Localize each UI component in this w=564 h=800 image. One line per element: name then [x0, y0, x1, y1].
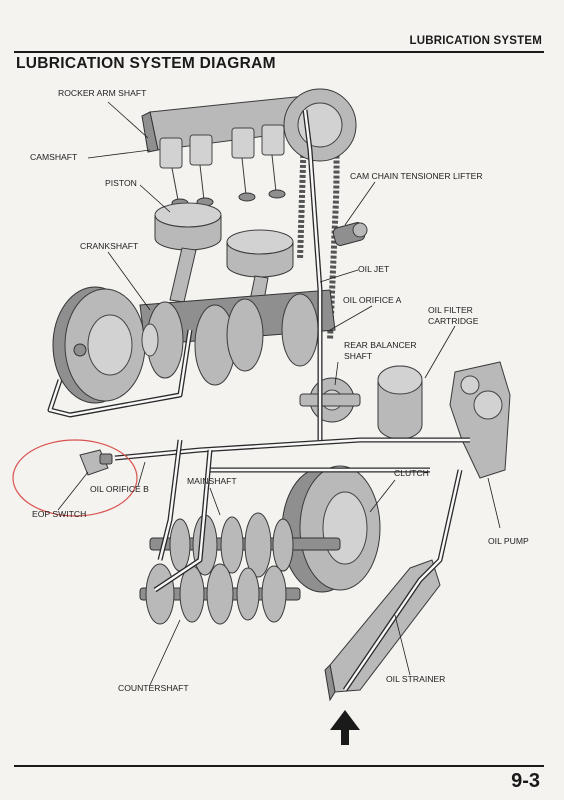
footer-rule	[14, 765, 544, 767]
eop-switch-highlight	[12, 439, 138, 517]
camshaft-assembly	[141, 95, 313, 208]
label-rear-balancer-shaft-line2: SHAFT	[344, 351, 373, 361]
oil-pump	[449, 361, 511, 479]
rear-balancer-shaft	[299, 377, 361, 423]
label-oil-orifice-a: OIL ORIFICE A	[343, 295, 402, 305]
label-mainshaft: MAINSHAFT	[187, 476, 237, 486]
header-rule	[14, 51, 544, 53]
connecting-rod	[169, 247, 197, 303]
label-rear-balancer-shaft-line1: REAR BALANCER	[344, 340, 417, 350]
section-title: LUBRICATION SYSTEM	[409, 35, 542, 47]
label-oil-jet: OIL JET	[358, 264, 390, 274]
label-oil-orifice-b: OIL ORIFICE B	[90, 484, 149, 494]
label-oil-filter-cartridge-line1: OIL FILTER	[428, 305, 473, 315]
label-piston: PISTON	[105, 178, 137, 188]
piston	[154, 202, 222, 251]
oil-filter-cartridge	[377, 365, 423, 440]
page-title: LUBRICATION SYSTEM DIAGRAM	[16, 55, 276, 72]
label-oil-strainer: OIL STRAINER	[386, 674, 445, 684]
clutch	[281, 465, 381, 593]
leader-lines	[57, 101, 501, 686]
oil-passages	[47, 109, 470, 692]
label-eop-switch: EOP SWITCH	[32, 509, 86, 519]
alternator-rotor	[52, 286, 146, 404]
label-rocker-arm-shaft: ROCKER ARM SHAFT	[58, 88, 147, 98]
oil-inlet-arrow	[330, 710, 360, 745]
label-crankshaft: CRANKSHAFT	[80, 241, 139, 251]
rear-cylinder	[226, 229, 294, 278]
label-clutch: CLUTCH	[394, 468, 429, 478]
cam-chain-tensioner-lifter	[332, 222, 368, 246]
countershaft	[139, 563, 301, 625]
label-camshaft: CAMSHAFT	[30, 152, 78, 162]
page-number: 9-3	[511, 770, 540, 792]
label-oil-filter-cartridge-line2: CARTRIDGE	[428, 316, 479, 326]
eop-switch	[79, 449, 113, 476]
label-oil-pump: OIL PUMP	[488, 536, 529, 546]
label-cam-chain-tensioner-lifter: CAM CHAIN TENSIONER LIFTER	[350, 171, 483, 181]
label-countershaft: COUNTERSHAFT	[118, 683, 189, 693]
crankshaft	[139, 289, 336, 386]
